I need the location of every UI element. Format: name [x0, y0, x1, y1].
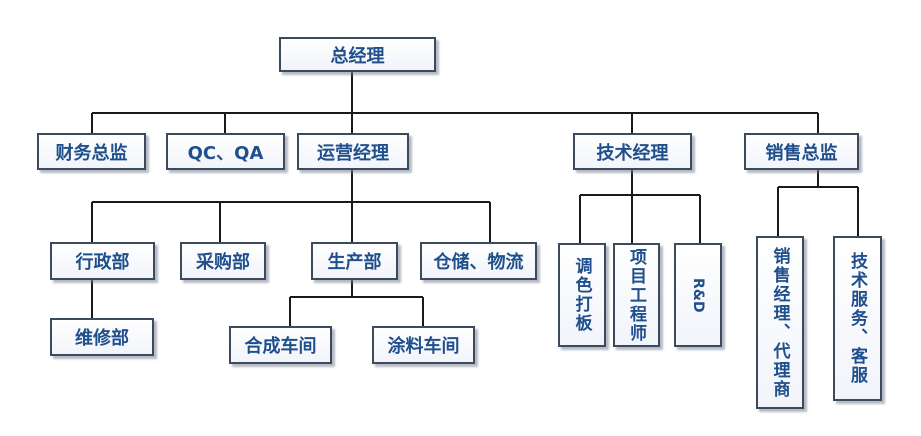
node-maintenance: 维修部	[50, 318, 154, 356]
node-production: 生产部	[311, 242, 398, 280]
node-warehouse-logistics: 仓储、物流	[420, 242, 537, 280]
node-color-matching: 调色打板	[558, 243, 606, 347]
node-project-engineer: 项目工程师	[613, 243, 660, 347]
node-finance-director: 财务总监	[37, 133, 146, 170]
node-qc-qa: QC、QA	[166, 133, 285, 170]
node-purchasing: 采购部	[180, 242, 266, 280]
node-synthesis-workshop: 合成车间	[229, 326, 332, 364]
node-sales-manager-agent: 销售经理、代理商	[756, 236, 804, 409]
node-tech-service: 技术服务、客服	[833, 236, 882, 401]
node-admin: 行政部	[50, 242, 155, 280]
node-ceo: 总经理	[279, 37, 436, 72]
node-tech-manager: 技术经理	[573, 133, 692, 170]
node-sales-director: 销售总监	[744, 133, 859, 170]
node-rnd: R&D	[674, 243, 722, 347]
node-operations-manager: 运营经理	[297, 133, 409, 170]
node-coating-workshop: 涂料车间	[372, 326, 475, 364]
